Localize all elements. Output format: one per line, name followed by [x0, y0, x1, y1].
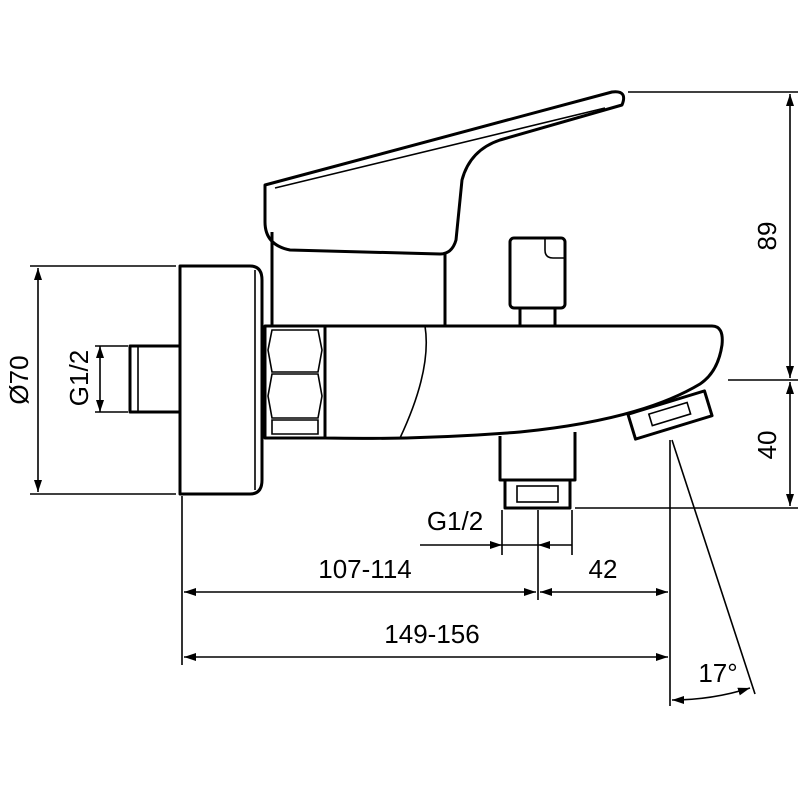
bath-outlet [498, 432, 577, 510]
dimension-inlet-thread: G1/2 [64, 345, 128, 413]
label-outlet-thread: G1/2 [427, 506, 483, 536]
label-total-projection: 149-156 [384, 619, 479, 649]
dimension-horizontal: 107-114 42 149-156 [181, 440, 671, 706]
mixer-body [323, 324, 724, 440]
label-wall-to-outlet: 107-114 [318, 554, 412, 584]
diverter-knob [508, 236, 567, 328]
dimension-plate-diameter: Ø70 [4, 265, 176, 495]
label-plate-diameter: Ø70 [4, 355, 34, 404]
aerator [626, 389, 714, 441]
label-height-above: 89 [752, 222, 782, 251]
dimension-heights: 89 40 [575, 91, 798, 509]
dimension-outlet-thread: G1/2 [420, 506, 573, 555]
hex-nut [263, 324, 327, 440]
label-outlet-to-spout: 42 [589, 554, 618, 584]
dimension-spout-angle: 17° [671, 439, 756, 704]
lever-handle [263, 90, 626, 326]
label-spout-angle: 17° [698, 658, 737, 688]
label-height-below: 40 [752, 431, 782, 460]
inlet-pipe [128, 344, 182, 414]
label-inlet-thread: G1/2 [64, 350, 94, 406]
wall-plate [178, 264, 264, 496]
